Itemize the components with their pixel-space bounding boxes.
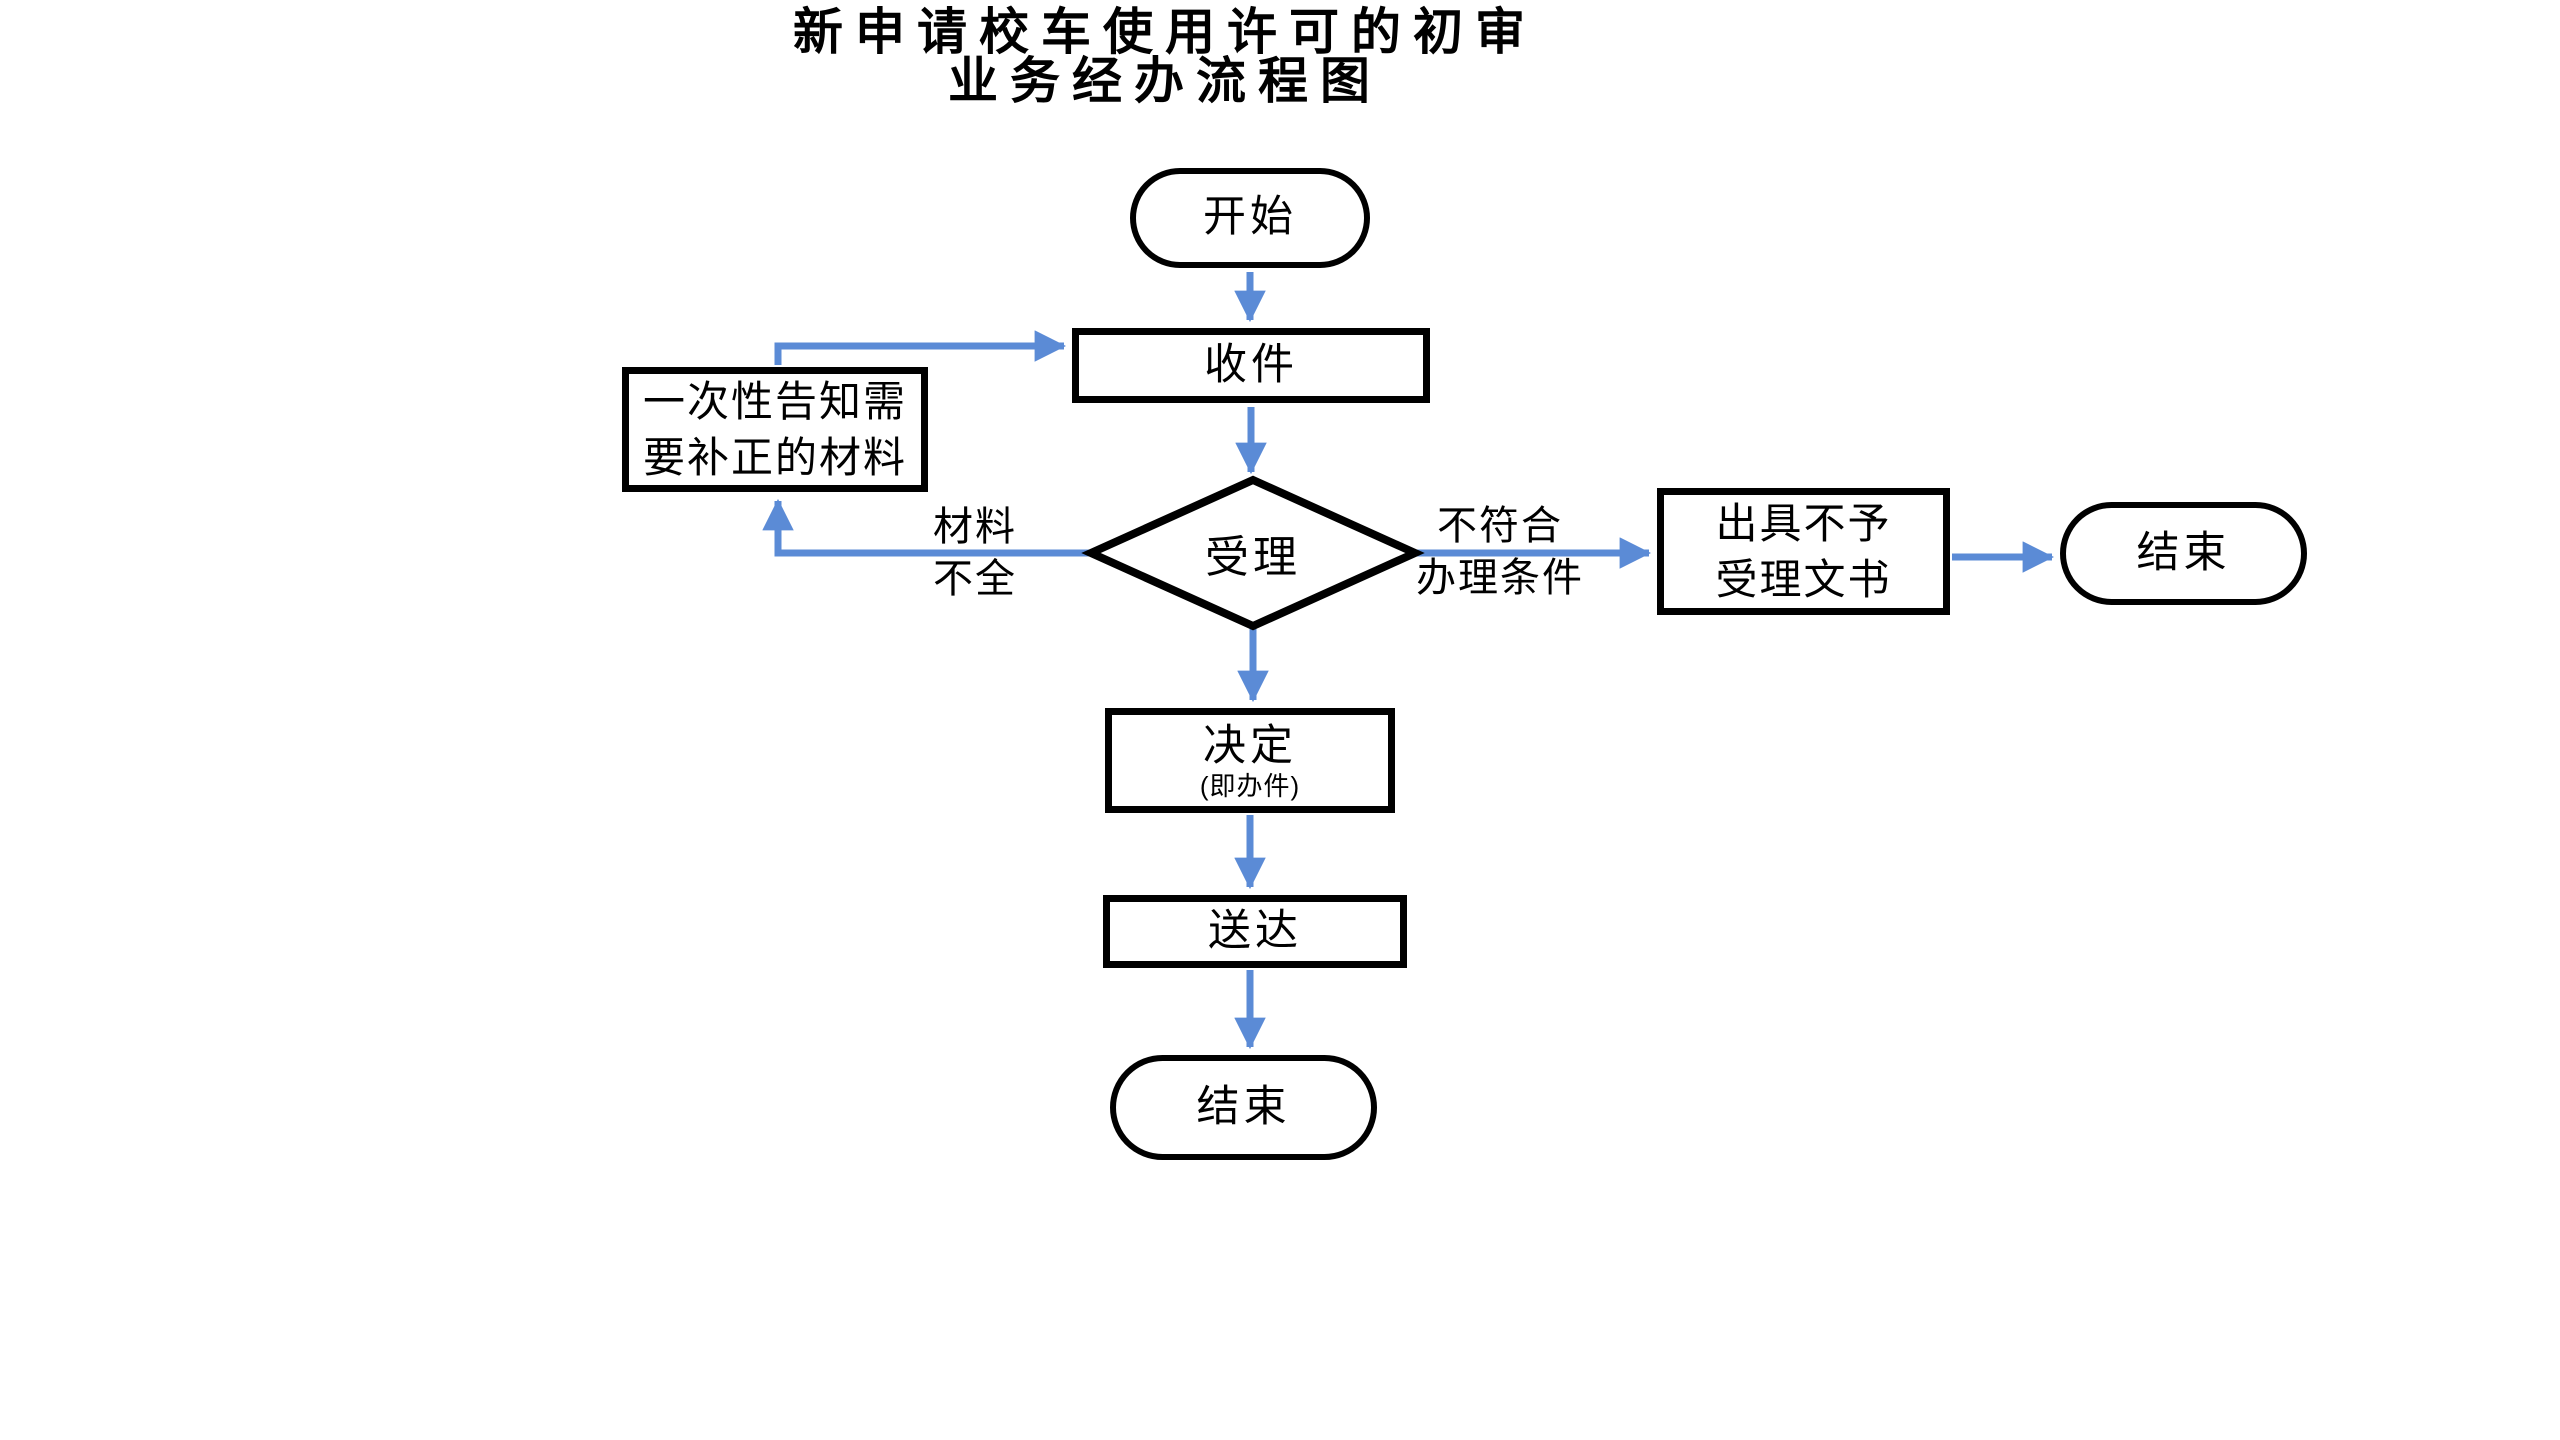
node-start: 开始	[1130, 168, 1370, 268]
decision-review: 受理	[1153, 523, 1353, 583]
edge-label-materials-incomplete: 材料 不全	[885, 501, 1065, 605]
node-end-right: 结束	[2060, 502, 2307, 605]
node-notify-correction: 一次性告知需 要补正的材料	[622, 367, 928, 492]
node-receive-label: 收件	[1204, 340, 1298, 389]
node-end-right-label: 结束	[2136, 528, 2231, 577]
node-notify-line-2: 要补正的材料	[642, 433, 907, 481]
node-receive: 收件	[1072, 328, 1430, 403]
node-delivery: 送达	[1103, 895, 1407, 968]
arrow-review-to-notify	[762, 498, 1091, 557]
node-decision-label: 决定	[1203, 721, 1297, 770]
node-notify-line-1: 一次性告知需	[642, 377, 907, 425]
edge-label-not-meet-conditions: 不符合 办理条件	[1400, 500, 1600, 604]
node-issue-line-1: 出具不予	[1715, 499, 1892, 547]
decision-review-label: 受理	[1205, 533, 1301, 582]
page-title-line-2: 业务经办流程图	[948, 53, 1382, 109]
node-start-label: 开始	[1203, 193, 1297, 242]
page-title: 新申请校车使用许可的初审 业务经办流程图	[660, 4, 1670, 109]
node-decision-sublabel: (即办件)	[1199, 770, 1301, 801]
edge-label-not-meet-conditions-line-2: 办理条件	[1416, 556, 1584, 600]
decision-diamond-shape	[1081, 475, 1425, 631]
node-issue-rejection-document: 出具不予 受理文书	[1657, 488, 1950, 615]
node-decision: 决定 (即办件)	[1105, 708, 1395, 813]
arrow-notify-to-receive	[774, 330, 1067, 365]
edge-label-not-meet-conditions-line-1: 不符合	[1437, 504, 1563, 548]
edge-label-materials-incomplete-line-2: 不全	[933, 557, 1017, 601]
node-end-bottom: 结束	[1110, 1055, 1377, 1160]
node-issue-line-2: 受理文书	[1715, 555, 1892, 603]
edge-label-materials-incomplete-line-1: 材料	[933, 505, 1017, 549]
node-end-bottom-label: 结束	[1196, 1082, 1291, 1131]
page-title-line-1: 新申请校车使用许可的初审	[793, 4, 1537, 60]
node-delivery-label: 送达	[1208, 906, 1302, 955]
